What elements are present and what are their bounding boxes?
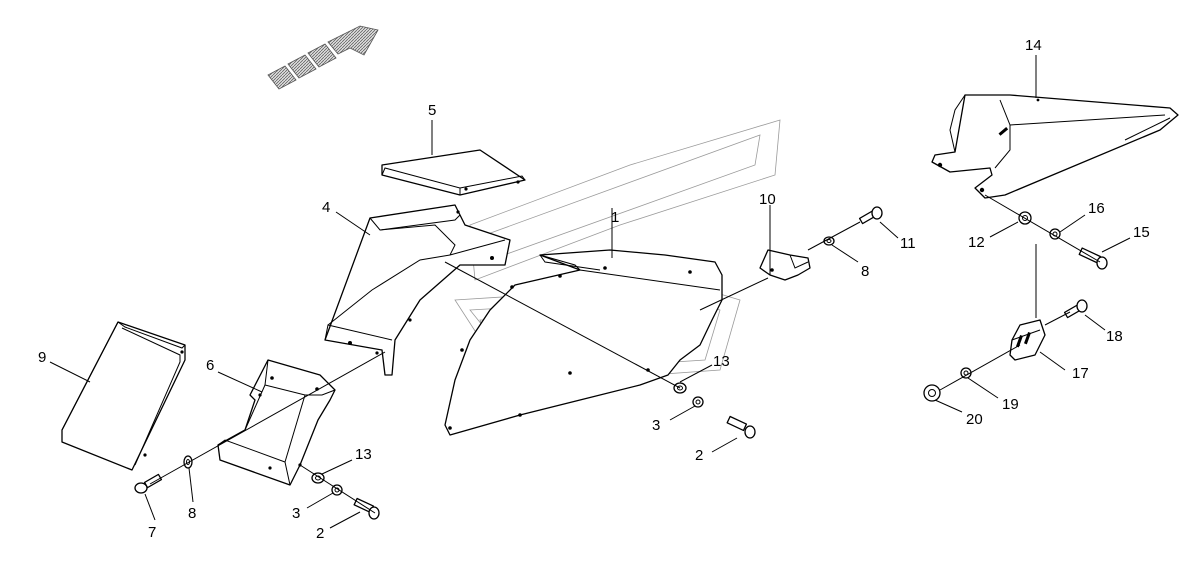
part-number-labels: 1 5 4 6 9 10 11 8 14 12 16 15 18 17 19 2… (38, 37, 1150, 542)
part-6-shield (217, 359, 336, 486)
label-part-10: 10 (759, 191, 776, 208)
label-part-11: 11 (900, 235, 916, 252)
part-1-panel (444, 249, 723, 436)
fastener-bolt-7 (134, 473, 163, 494)
label-part-2-left: 2 (316, 525, 324, 542)
fastener-washer-8-left (183, 455, 193, 469)
fastener-nut-20 (923, 384, 941, 402)
label-part-4: 4 (322, 199, 330, 216)
label-part-7: 7 (148, 524, 156, 541)
part-9-cover (61, 321, 186, 471)
label-part-8-right: 8 (861, 263, 869, 280)
fastener-bolt-2-center (726, 415, 756, 439)
fastener-washer-19 (960, 367, 972, 379)
label-part-3-left: 3 (292, 505, 300, 522)
label-part-20: 20 (966, 411, 983, 428)
label-part-15: 15 (1133, 224, 1150, 241)
fastener-bolt-11 (858, 206, 883, 225)
label-part-5: 5 (428, 102, 436, 119)
part-14-housing (931, 94, 1179, 199)
label-part-14: 14 (1025, 37, 1042, 54)
part-10-bracket (759, 249, 811, 281)
label-part-13-center: 13 (713, 353, 730, 370)
label-part-16: 16 (1088, 200, 1105, 217)
label-part-19: 19 (1002, 396, 1019, 413)
part-5-plate (381, 149, 526, 196)
part-4-bracket (324, 204, 511, 376)
callout-leaders (49, 55, 1131, 529)
label-part-12: 12 (968, 234, 985, 251)
label-part-1: 1 (611, 209, 619, 226)
label-part-6: 6 (206, 357, 214, 374)
label-part-2-center: 2 (695, 447, 703, 464)
label-part-9: 9 (38, 349, 46, 366)
label-part-3-center: 3 (652, 417, 660, 434)
assembly-axis-lines (149, 194, 1101, 514)
fastener-washer-8-right (823, 236, 835, 246)
label-part-13-left: 13 (355, 446, 372, 463)
fastener-bolt-18 (1063, 299, 1088, 319)
fastener-washer-16 (1049, 228, 1061, 240)
label-part-8-left: 8 (188, 505, 196, 522)
label-part-18: 18 (1106, 328, 1123, 345)
fastener-washer-13-left (311, 472, 325, 484)
label-part-17: 17 (1072, 365, 1089, 382)
direction-arrow-icon (267, 25, 379, 90)
part-17-plate (1009, 319, 1046, 361)
fastener-washer-3-center (692, 396, 704, 408)
